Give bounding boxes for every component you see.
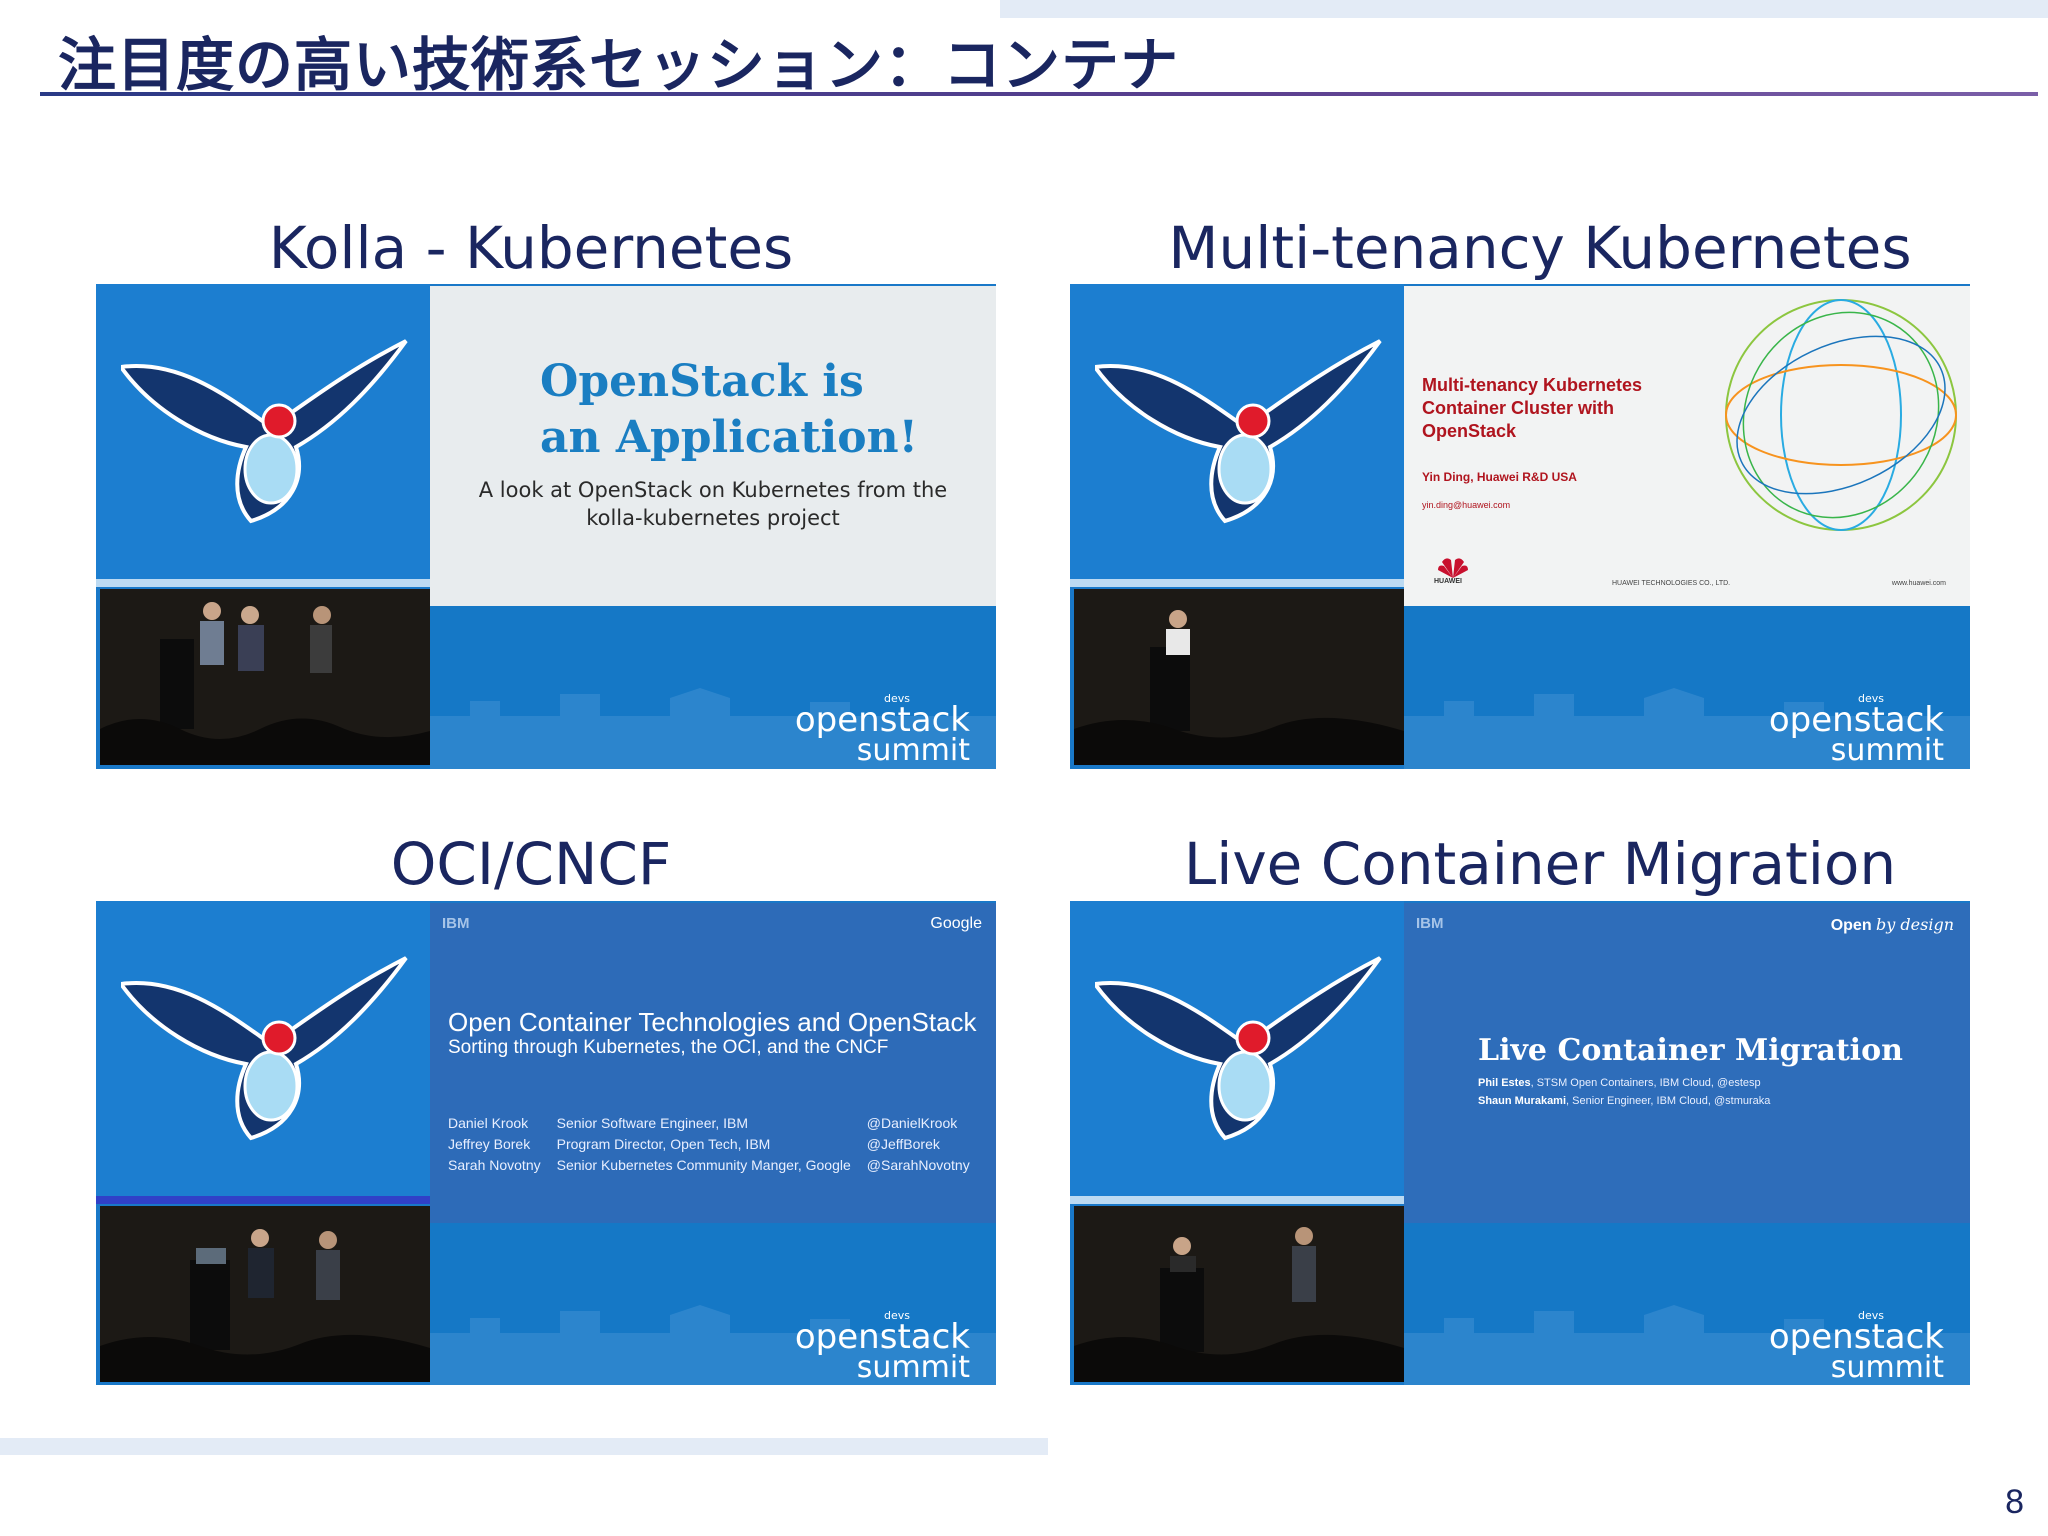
bird-mascot-icon: [121, 956, 408, 1141]
speaker-name: Sarah Novotny: [448, 1157, 541, 1173]
heading-kolla: Kolla - Kubernetes: [268, 214, 794, 282]
page-number: 8: [2005, 1483, 2024, 1521]
divider-strip: [96, 579, 430, 587]
speaker-name: Daniel Krook: [448, 1115, 529, 1131]
bird-mascot-icon: [1095, 956, 1382, 1141]
presentation-slide: IBM Google Open Container Technologies a…: [430, 903, 996, 1223]
stage-video-feed: [1074, 589, 1404, 765]
openstack-summit-logo: devs openstack summit: [794, 1308, 970, 1385]
company-name: HUAWEI TECHNOLOGIES CO., LTD.: [1612, 580, 1731, 587]
speaker-line: Shaun Murakami, Senior Engineer, IBM Clo…: [1478, 1095, 1771, 1107]
slide-subtitle: Sorting through Kubernetes, the OCI, and…: [448, 1037, 889, 1058]
video-thumbnail-live-migration[interactable]: IBM Open by design Live Container Migrat…: [1070, 901, 1970, 1385]
slide-title: Live Container Migration: [1478, 1033, 1903, 1068]
globe-illustration-icon: [1725, 299, 1957, 531]
divider-strip: [96, 1196, 430, 1204]
summit-logo-area: [96, 901, 430, 1201]
speaker-role: Senior Kubernetes Community Manger, Goog…: [556, 1157, 851, 1173]
speaker-role: Senior Software Engineer, IBM: [556, 1115, 749, 1131]
page-title: 注目度の高い技術系セッション：コンテナ: [58, 31, 1180, 99]
slide-subtitle: A look at OpenStack on Kubernetes from t…: [478, 478, 948, 530]
video-thumbnail-kolla[interactable]: OpenStack is an Application! A look at O…: [96, 284, 996, 769]
presentation-slide: IBM Open by design Live Container Migrat…: [1404, 903, 1970, 1223]
stage-video-feed: [100, 1206, 430, 1382]
company-website: www.huawei.com: [1891, 580, 1946, 587]
slide-title: Open Container Technologies and OpenStac…: [448, 1007, 977, 1037]
speaker-table: Daniel Krook Senior Software Engineer, I…: [448, 1115, 986, 1178]
heading-live-migration: Live Container Migration: [1183, 830, 1897, 898]
skyline-icon: [430, 688, 996, 769]
summit-logo-area: [96, 284, 430, 584]
summit-footer-band: devs openstack summit: [430, 1223, 996, 1385]
speaker-name: Jeffrey Borek: [448, 1136, 531, 1152]
slide-author: Yin Ding, Huawei R&D USA: [1422, 470, 1577, 484]
slide-title: Multi-tenancy Kubernetes Container Clust…: [1422, 375, 1643, 441]
divider-strip: [1070, 579, 1404, 587]
summit-logo-area: [1070, 901, 1404, 1201]
top-accent-bar: [1000, 0, 2048, 18]
speaker-role: Program Director, Open Tech, IBM: [556, 1136, 771, 1152]
openstack-summit-logo: devs openstack summit: [794, 691, 970, 768]
table-row: Jeffrey Borek Program Director, Open Tec…: [448, 1136, 986, 1157]
stage-video-feed: [100, 589, 430, 765]
openstack-summit-logo: devs openstack summit: [1768, 1308, 1944, 1385]
summit-footer-band: devs openstack summit: [1404, 606, 1970, 769]
skyline-icon: [1404, 688, 1970, 769]
table-row: Sarah Novotny Senior Kubernetes Communit…: [448, 1157, 986, 1178]
summit-logo-area: [1070, 284, 1404, 584]
ibm-logo: IBM: [1416, 915, 1444, 932]
video-thumbnail-oci-cncf[interactable]: IBM Google Open Container Technologies a…: [96, 901, 996, 1385]
skyline-icon: [430, 1305, 996, 1385]
summit-footer-band: devs openstack summit: [1404, 1223, 1970, 1385]
speaker-line: Phil Estes, STSM Open Containers, IBM Cl…: [1478, 1077, 1761, 1089]
skyline-icon: [1404, 1305, 1970, 1385]
slide-email: yin.ding@huawei.com: [1422, 500, 1511, 510]
summit-footer-band: devs openstack summit: [430, 606, 996, 769]
bottom-accent-bar: [0, 1438, 1048, 1455]
bird-mascot-icon: [121, 339, 408, 524]
slide-title: OpenStack is an Application!: [540, 356, 918, 463]
ibm-logo: IBM: [442, 915, 470, 932]
speaker-handle: @JeffBorek: [866, 1136, 940, 1152]
speaker-handle: @SarahNovotny: [866, 1157, 970, 1173]
bird-mascot-icon: [1095, 339, 1382, 524]
heading-multitenancy: Multi-tenancy Kubernetes: [1168, 214, 1912, 282]
title-underline: [40, 92, 2038, 96]
video-thumbnail-multitenancy[interactable]: Multi-tenancy Kubernetes Container Clust…: [1070, 284, 1970, 769]
huawei-logo-text: HUAWEI: [1434, 578, 1462, 585]
speaker-handle: @DanielKrook: [866, 1115, 958, 1131]
divider-strip: [1070, 1196, 1404, 1204]
open-by-design-logo: Open by design: [1830, 915, 1954, 934]
heading-oci-cncf: OCI/CNCF: [390, 830, 672, 898]
openstack-summit-logo: devs openstack summit: [1768, 691, 1944, 768]
table-row: Daniel Krook Senior Software Engineer, I…: [448, 1115, 986, 1136]
presentation-slide: OpenStack is an Application! A look at O…: [430, 286, 996, 606]
google-logo: Google: [930, 915, 982, 932]
stage-video-feed: [1074, 1206, 1404, 1382]
presentation-slide: Multi-tenancy Kubernetes Container Clust…: [1404, 286, 1970, 606]
huawei-logo-icon: [1438, 558, 1468, 578]
